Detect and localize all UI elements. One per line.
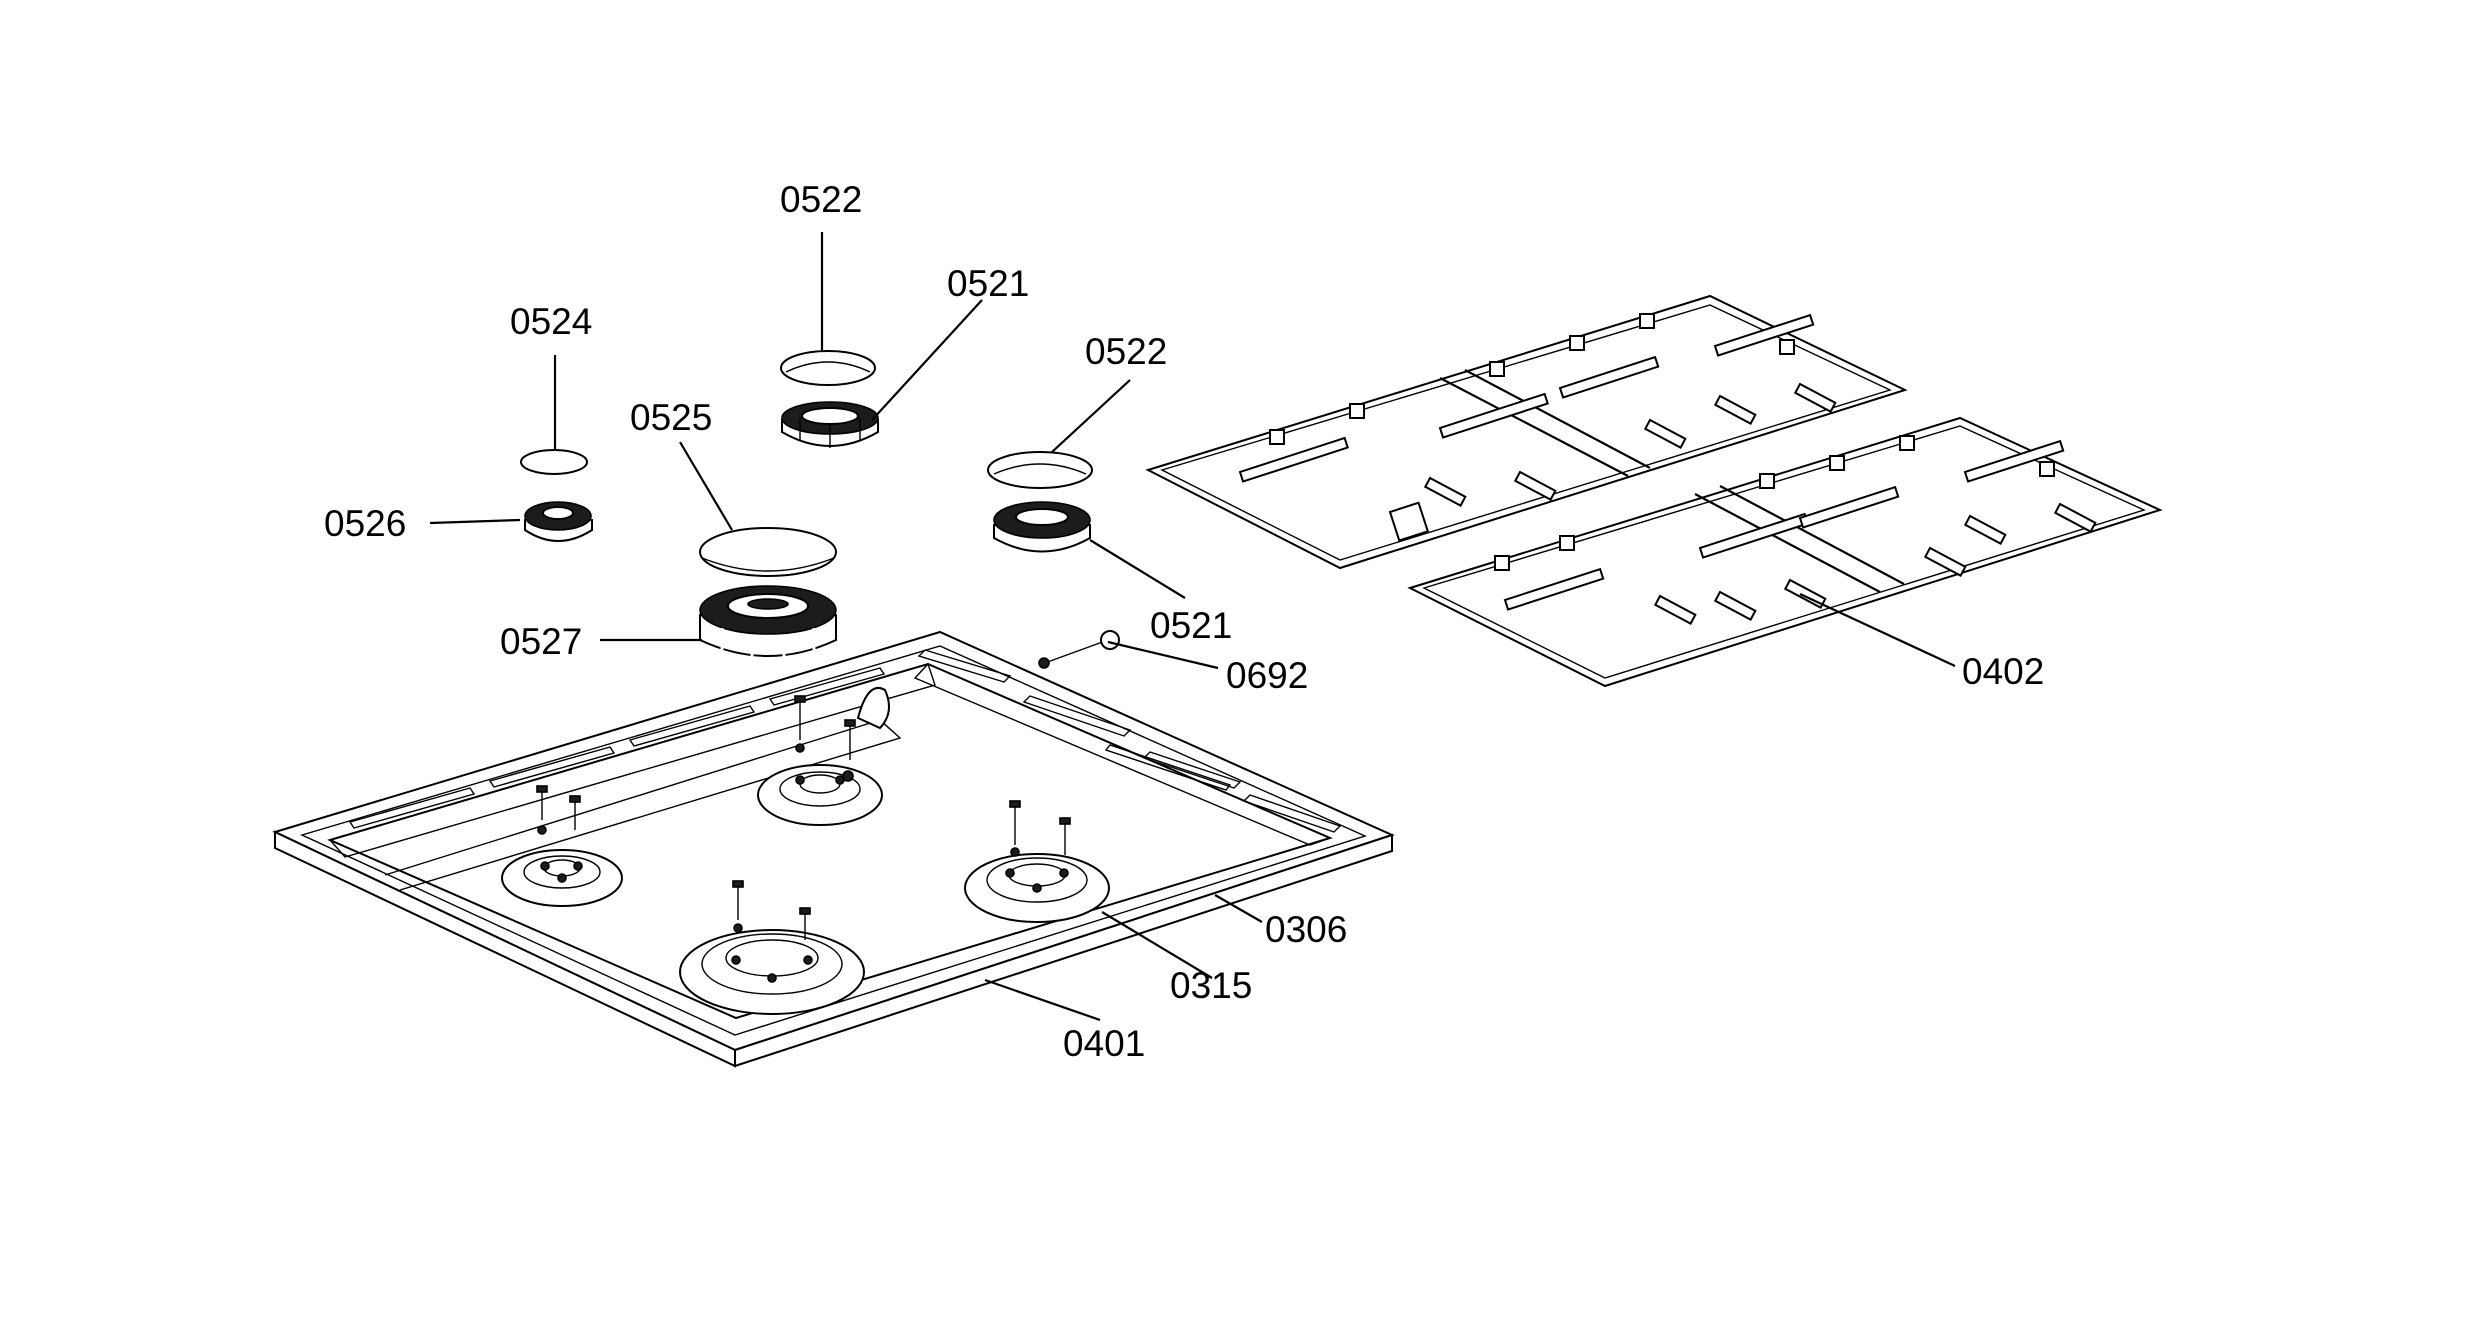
label-cap-large: 0525 xyxy=(630,397,712,438)
label-grids: 0402 xyxy=(1962,651,2044,692)
label-cap-right: 0522 xyxy=(1085,331,1167,372)
burner-head-large xyxy=(699,585,837,658)
cap-right xyxy=(987,451,1093,489)
burner-well-rear-left xyxy=(501,849,623,907)
electrode xyxy=(1038,630,1120,669)
burner-well-rear-right xyxy=(757,764,883,826)
screws xyxy=(536,695,1071,940)
grid-rear xyxy=(1145,294,1908,570)
label-burner-large: 0527 xyxy=(500,621,582,662)
grid-front xyxy=(1407,416,2163,688)
cap-small xyxy=(520,449,588,475)
burner-head-top xyxy=(781,401,879,448)
label-cap-small: 0524 xyxy=(510,301,592,342)
leader-lines xyxy=(429,232,1956,1022)
label-cup: 0315 xyxy=(1170,965,1252,1006)
burner-well-front-left xyxy=(679,929,865,1015)
label-electrode: 0692 xyxy=(1226,655,1308,696)
part-labels: 0522 0521 0524 0525 0522 0526 0527 0521 … xyxy=(324,179,2044,1064)
label-burner-right: 0521 xyxy=(1150,605,1232,646)
cap-large xyxy=(699,527,837,577)
burner-head-right xyxy=(993,501,1091,553)
burner-head-small xyxy=(524,501,593,542)
burner-well-front-right xyxy=(964,853,1110,923)
cap-top xyxy=(780,350,876,386)
label-hob-frame: 0401 xyxy=(1063,1023,1145,1064)
label-burner-small: 0526 xyxy=(324,503,406,544)
label-injector: 0306 xyxy=(1265,909,1347,950)
label-cap-top: 0522 xyxy=(780,179,862,220)
hob-frame xyxy=(272,630,1395,1068)
label-burner-top: 0521 xyxy=(947,263,1029,304)
